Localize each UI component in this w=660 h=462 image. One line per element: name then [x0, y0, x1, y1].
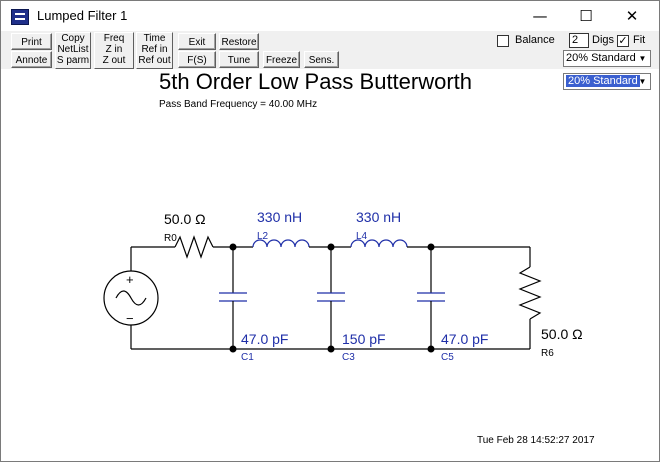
r0-value: 50.0 Ω: [164, 211, 206, 227]
c3-value: 150 pF: [342, 331, 386, 347]
tune-button[interactable]: Tune: [219, 51, 259, 68]
freeze-button[interactable]: Freeze: [263, 51, 300, 68]
tolerance-select-secondary[interactable]: 20% Standard ▼: [563, 73, 651, 90]
annote-button[interactable]: Annote: [11, 51, 52, 68]
ref-in-button[interactable]: Ref in: [141, 44, 168, 55]
resistor-r6[interactable]: [518, 266, 542, 320]
title-bar[interactable]: Lumped Filter 1 — ☐ ✕: [1, 1, 659, 31]
chevron-down-icon: ▼: [638, 54, 647, 63]
junction-dot: [229, 345, 237, 353]
toolbar: Print Annote Copy NetList S parm Freq Z …: [1, 31, 659, 69]
fit-label: Fit: [633, 34, 646, 46]
z-out-button[interactable]: Z out: [102, 55, 126, 66]
l2-value: 330 nH: [257, 209, 302, 225]
exit-button[interactable]: Exit: [178, 33, 216, 50]
sine-wave-icon: [115, 290, 147, 306]
window-title: Lumped Filter 1: [37, 8, 128, 23]
r6-value: 50.0 Ω: [541, 326, 583, 342]
junction-dot: [427, 243, 435, 251]
print-button[interactable]: Print: [11, 33, 52, 50]
l4-ref: L4: [356, 231, 368, 242]
copy-netlist-sparm-group: Copy NetList S parm: [55, 32, 91, 69]
tolerance-select-secondary-value: 20% Standard: [566, 75, 640, 87]
source-minus-label: −: [126, 311, 134, 326]
balance-label: Balance: [515, 34, 555, 46]
restore-button[interactable]: Restore: [219, 33, 259, 50]
app-icon[interactable]: [11, 9, 29, 25]
c5-value: 47.0 pF: [441, 331, 488, 347]
inductor-l2[interactable]: [252, 239, 310, 248]
s-parm-button[interactable]: S parm: [56, 55, 90, 66]
c1-ref: C1: [241, 352, 254, 363]
l2-ref: L2: [257, 231, 269, 242]
c1-value: 47.0 pF: [241, 331, 288, 347]
chevron-down-icon: ▼: [638, 77, 647, 86]
c3-ref: C3: [342, 352, 355, 363]
r0-ref: R0: [164, 233, 177, 244]
digs-input[interactable]: 2: [569, 33, 589, 48]
netlist-button[interactable]: NetList: [57, 44, 89, 55]
junction-dot: [327, 243, 335, 251]
tolerance-select[interactable]: 20% Standard ▼: [563, 50, 651, 67]
minimize-button[interactable]: —: [532, 7, 548, 25]
junction-dot: [427, 345, 435, 353]
plot-title: 5th Order Low Pass Butterworth: [159, 69, 473, 94]
balance-checkbox[interactable]: [497, 35, 509, 47]
junction-dot: [229, 243, 237, 251]
c5-ref: C5: [441, 352, 454, 363]
time-button[interactable]: Time: [143, 33, 166, 44]
freq-button[interactable]: Freq: [103, 33, 125, 44]
resistor-r0[interactable]: [174, 235, 214, 259]
close-button[interactable]: ✕: [625, 7, 639, 25]
l4-value: 330 nH: [356, 209, 401, 225]
tolerance-select-value: 20% Standard: [566, 52, 636, 64]
time-ref-group: Time Ref in Ref out: [136, 32, 173, 69]
maximize-button[interactable]: ☐: [579, 7, 593, 25]
timestamp: Tue Feb 28 14:52:27 2017: [477, 435, 595, 446]
plot-subtitle: Pass Band Frequency = 40.00 MHz: [159, 99, 318, 110]
fit-checkbox[interactable]: ✓: [617, 35, 629, 47]
z-in-button[interactable]: Z in: [105, 44, 123, 55]
sens-button[interactable]: Sens.: [304, 51, 339, 68]
source-plus-label: +: [126, 272, 134, 287]
ref-out-button[interactable]: Ref out: [138, 55, 171, 66]
freq-zin-zout-group: Freq Z in Z out: [94, 32, 134, 69]
r6-ref: R6: [541, 348, 554, 359]
copy-button[interactable]: Copy: [61, 33, 85, 44]
junction-dot: [327, 345, 335, 353]
digs-label: Digs: [592, 34, 615, 46]
fs-button[interactable]: F(S): [178, 51, 216, 68]
inductor-l4[interactable]: [350, 239, 408, 248]
